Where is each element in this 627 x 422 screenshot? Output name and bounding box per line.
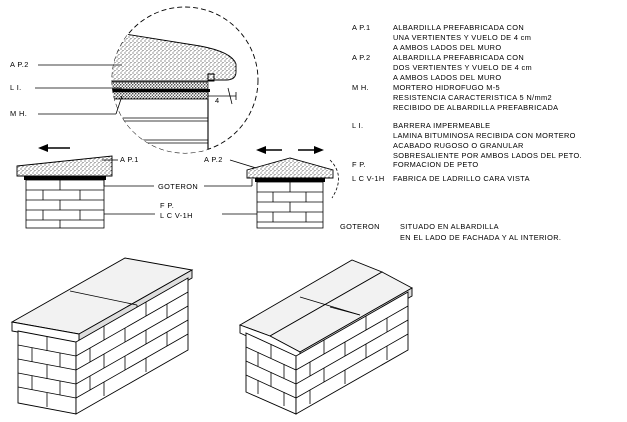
shared-leaders: GOTERON F P. L C V-1H — [103, 177, 257, 220]
label-fp-mid: F P. — [160, 201, 174, 210]
goteron-note: GOTERON SITUADO EN ALBARDILLA EN EL LADO… — [340, 222, 561, 242]
legend-line: SOBRESALIENTE POR AMBOS LADOS DEL PETO. — [393, 151, 582, 160]
legend-line: FORMACION DE PETO — [393, 160, 478, 169]
label-ap1-left: A P.1 — [120, 155, 139, 164]
legend-line: FABRICA DE LADRILLO CARA VISTA — [393, 174, 530, 183]
legend-code: M H. — [352, 83, 369, 92]
goteron-note-code: GOTERON — [340, 222, 380, 231]
legend-line: RESISTENCIA CARACTERISTICA 5 N/mm2 — [393, 93, 552, 102]
isometric-wall-double-slope — [238, 259, 413, 415]
goteron-note-line-2: EN EL LADO DE FACHADA Y AL INTERIOR. — [400, 233, 561, 242]
legend-line: A AMBOS LADOS DEL MURO — [393, 43, 501, 52]
detail-magnifier: 4 — [111, 6, 259, 154]
goteron-note-line-1: SITUADO EN ALBARDILLA — [400, 222, 499, 231]
section-ap1: A P.1 — [16, 144, 139, 229]
legend-code: A P.1 — [352, 23, 370, 32]
detail-leaders: A P.2 L I. M H. — [10, 60, 123, 118]
label-goteron-mid: GOTERON — [158, 182, 198, 191]
brick-courses-1 — [75, 291, 189, 399]
brick-section — [112, 98, 209, 153]
coping-section — [112, 29, 237, 82]
legend-line: A AMBOS LADOS DEL MURO — [393, 73, 501, 82]
section-ap2: A P.2 — [204, 146, 339, 229]
brick-courses-2 — [295, 305, 409, 404]
legend-line: ALBARDILLA PREFABRICADA CON — [393, 23, 524, 32]
legend-line: RECIBIDO DE ALBARDILLA PREFABRICADA — [393, 103, 558, 112]
isometric-wall-single-slope — [10, 257, 194, 415]
legend-line: LAMINA BITUMINOSA RECIBIDA CON MORTERO — [393, 131, 576, 140]
legend-code: L C V-1H — [352, 174, 385, 183]
legend-line: ALBARDILLA PREFABRICADA CON — [393, 53, 524, 62]
legend-line: BARRERA IMPERMEABLE — [393, 121, 490, 130]
legend-code: A P.2 — [352, 53, 370, 62]
legend-line: ACABADO RUGOSO O GRANULAR — [393, 141, 524, 150]
legend-code: F P. — [352, 160, 366, 169]
dim-4-label: 4 — [215, 96, 220, 105]
legend-line: DOS VERTIENTES Y VUELO DE 4 cm — [393, 63, 532, 72]
legend-code: L I. — [352, 121, 363, 130]
label-mh: M H. — [10, 109, 27, 118]
legend-line: UNA VERTIENTES Y VUELO DE 4 cm — [393, 33, 531, 42]
label-lcv-mid: L C V-1H — [160, 211, 193, 220]
legend-line: MORTERO HIDROFUGO M-5 — [393, 83, 500, 92]
waterproof-sheet-section — [112, 89, 210, 92]
label-ap2-right: A P.2 — [204, 155, 223, 164]
label-li: L I. — [10, 83, 22, 92]
slope-arrow-left-icon — [38, 144, 70, 152]
slope-arrow-left2-icon — [256, 146, 282, 154]
slope-arrow-right-icon — [298, 146, 324, 154]
label-ap2: A P.2 — [10, 60, 29, 69]
